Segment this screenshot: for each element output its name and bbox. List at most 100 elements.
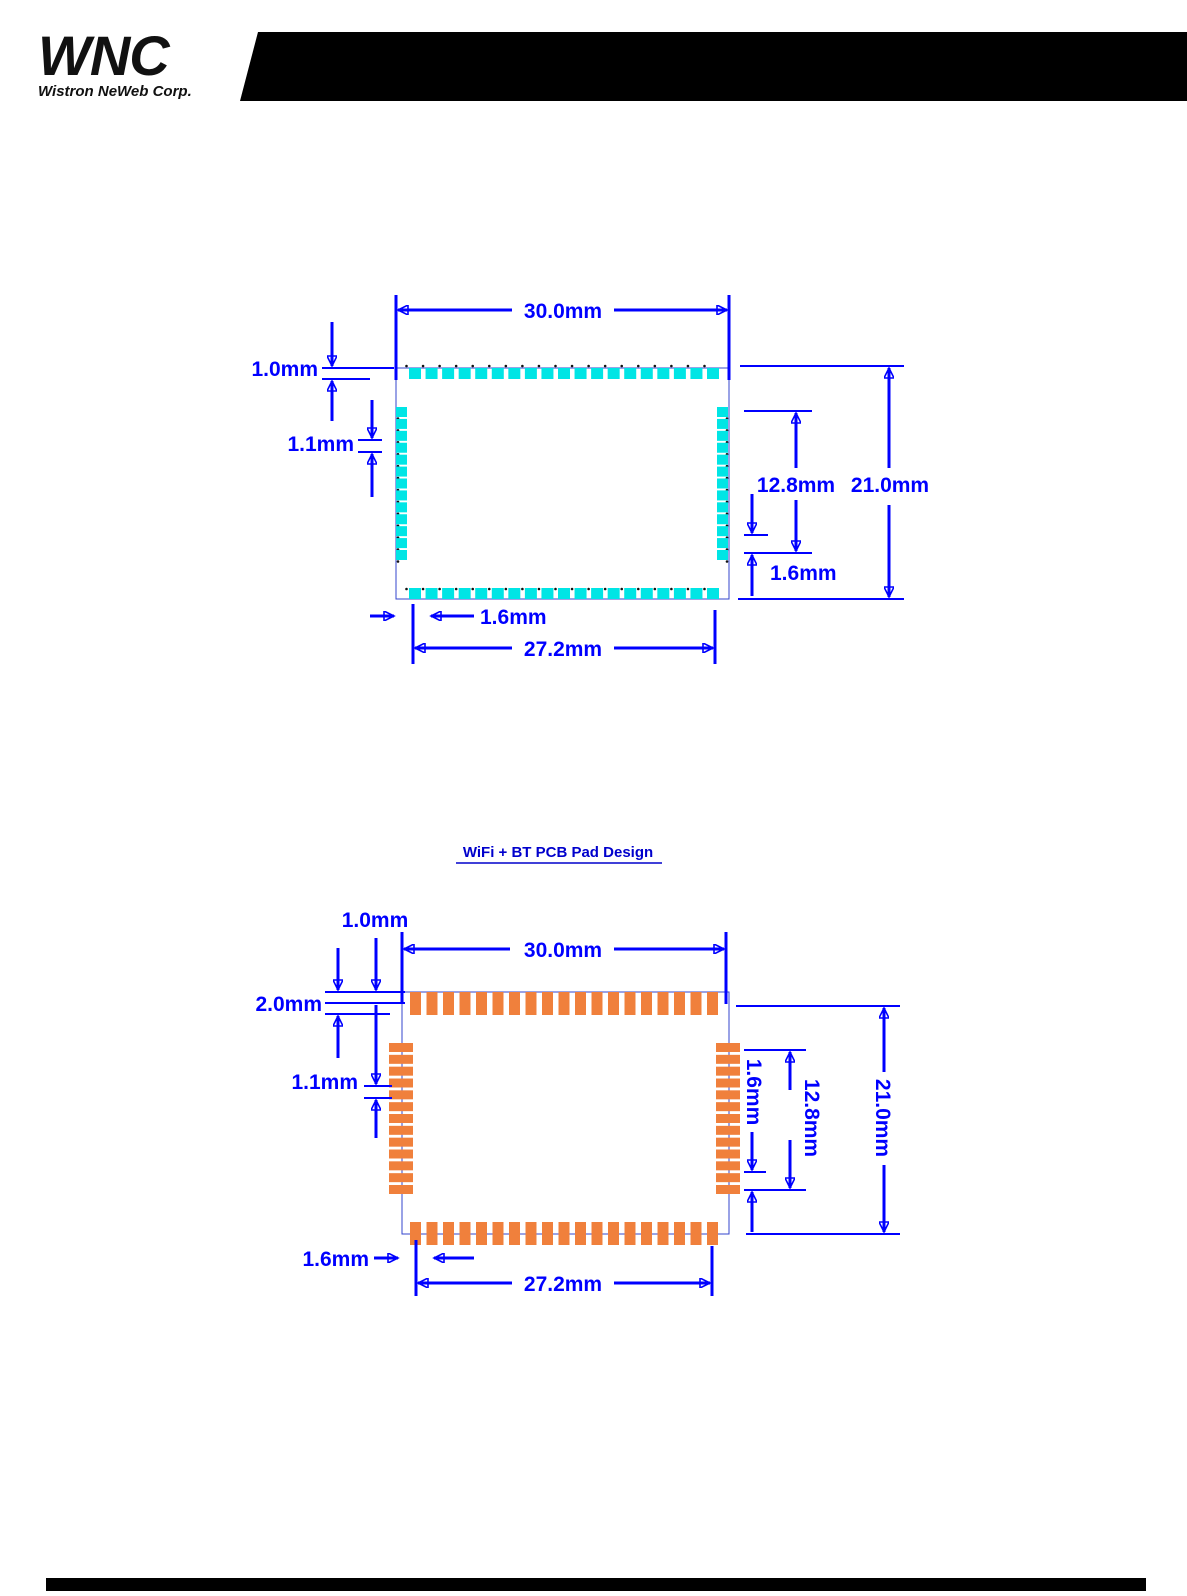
pad-center-dot — [538, 365, 541, 368]
pad-center-dot — [703, 365, 706, 368]
pad-center-dot — [521, 588, 524, 591]
left-edge-pad — [389, 1173, 413, 1182]
top-edge-pad — [657, 368, 669, 379]
left-edge-pad — [396, 490, 407, 500]
dim-label-1-1mm: 1.1mm — [287, 433, 354, 456]
dim-label-27-2mm-pcb: 27.2mm — [524, 1273, 602, 1296]
top-edge-pad — [409, 368, 421, 379]
top-edge-pad — [475, 368, 487, 379]
pad-outline — [402, 992, 729, 1234]
pad-center-dot — [571, 365, 574, 368]
dim-label-1-0mm-pcb: 1.0mm — [342, 909, 409, 932]
bottom-edge-pad — [493, 1222, 504, 1245]
right-edge-pad — [716, 1067, 740, 1076]
pad-center-dot — [637, 588, 640, 591]
right-edge-pad — [716, 1126, 740, 1135]
bottom-edge-pad — [641, 588, 653, 599]
company-logo-subtitle: Wistron NeWeb Corp. — [38, 83, 192, 100]
pad-center-dot — [455, 588, 458, 591]
left-edge-pad — [389, 1043, 413, 1052]
top-edge-pad — [410, 992, 421, 1015]
dim-label-1-0mm: 1.0mm — [251, 358, 318, 381]
dim-top-offset-bottom: 1.0mm — [325, 909, 408, 1003]
bottom-edge-pad — [707, 588, 719, 599]
right-edge-pad — [716, 1114, 740, 1123]
bottom-edge-pad — [558, 588, 570, 599]
header-bar — [240, 32, 1187, 101]
dim-side-span-top: 12.8mm — [744, 411, 835, 553]
right-edge-pad — [716, 1185, 740, 1194]
pad-center-dot — [604, 365, 607, 368]
left-edge-pad — [389, 1126, 413, 1135]
left-edge-pad — [396, 526, 407, 536]
dim-bottom-span-top: 27.2mm — [415, 610, 715, 664]
company-logo: WNC — [38, 24, 171, 87]
dim-label-30mm: 30.0mm — [524, 300, 602, 323]
top-edge-pad — [575, 368, 587, 379]
top-edge-pad — [476, 992, 487, 1015]
bottom-edge-pad — [443, 1222, 454, 1245]
left-edge-pad — [396, 538, 407, 548]
top-edge-pad — [641, 992, 652, 1015]
right-edge-pad — [717, 490, 728, 500]
right-edge-pad — [717, 443, 728, 453]
bottom-edge-pad — [608, 1222, 619, 1245]
pad-center-dot — [422, 588, 425, 591]
pad-center-dot — [587, 365, 590, 368]
top-edge-pad — [559, 992, 570, 1015]
pad-center-dot — [703, 588, 706, 591]
right-edge-pad — [717, 419, 728, 429]
top-edge-pad — [459, 368, 471, 379]
right-edge-pad — [717, 407, 728, 417]
dim-label-12-8mm: 12.8mm — [757, 474, 835, 497]
pad-center-dot — [670, 588, 673, 591]
dim-bottom-offset-bottom: 1.6mm — [302, 1240, 474, 1296]
right-edge-pad — [716, 1138, 740, 1147]
dim-label-bottom-1-6mm: 1.6mm — [480, 606, 547, 629]
pad-center-dot — [654, 365, 657, 368]
left-edge-pad — [389, 1067, 413, 1076]
right-edge-pad — [716, 1161, 740, 1170]
bottom-edge-pad — [575, 1222, 586, 1245]
top-edge-pad — [492, 368, 504, 379]
top-edge-pad — [443, 992, 454, 1015]
top-edge-pad — [509, 992, 520, 1015]
top-edge-pad — [442, 368, 454, 379]
left-edge-pad — [389, 1114, 413, 1123]
pad-center-dot — [670, 365, 673, 368]
pad-center-dot — [471, 588, 474, 591]
top-edge-pad — [691, 992, 702, 1015]
pad-center-dot — [521, 365, 524, 368]
pcb-pad-design-diagram: WiFi + BT PCB Pad Design 30.0mm 1.0mm 2.… — [255, 844, 900, 1296]
top-edge-pad — [525, 368, 537, 379]
left-edge-pad — [389, 1161, 413, 1170]
right-edge-pad — [716, 1173, 740, 1182]
pad-center-dot — [554, 588, 557, 591]
right-edge-pad — [717, 514, 728, 524]
left-edge-pad — [396, 419, 407, 429]
pad-center-dot — [554, 365, 557, 368]
pad-center-dot — [571, 588, 574, 591]
top-edge-pad — [591, 368, 603, 379]
left-edge-pad — [396, 455, 407, 465]
pad-center-dot — [505, 365, 508, 368]
cyan-pad-group — [396, 365, 728, 599]
dim-label-bottom-1-6mm-pcb: 1.6mm — [302, 1248, 369, 1271]
pad-center-dot — [538, 588, 541, 591]
bottom-edge-pad — [674, 588, 686, 599]
pad-center-dot — [587, 588, 590, 591]
top-edge-pad — [707, 992, 718, 1015]
bottom-edge-pad — [592, 1222, 603, 1245]
left-edge-pad — [389, 1090, 413, 1099]
right-edge-pad — [717, 502, 728, 512]
dim-pitch-top: 1.1mm — [287, 400, 382, 497]
top-edge-pad — [542, 992, 553, 1015]
dim-label-12-8mm-pcb: 12.8mm — [800, 1079, 823, 1157]
top-edge-pad — [460, 992, 471, 1015]
bottom-edge-pad — [460, 1222, 471, 1245]
pad-center-dot — [397, 560, 400, 563]
bottom-edge-pad — [526, 1222, 537, 1245]
right-edge-pad — [717, 455, 728, 465]
